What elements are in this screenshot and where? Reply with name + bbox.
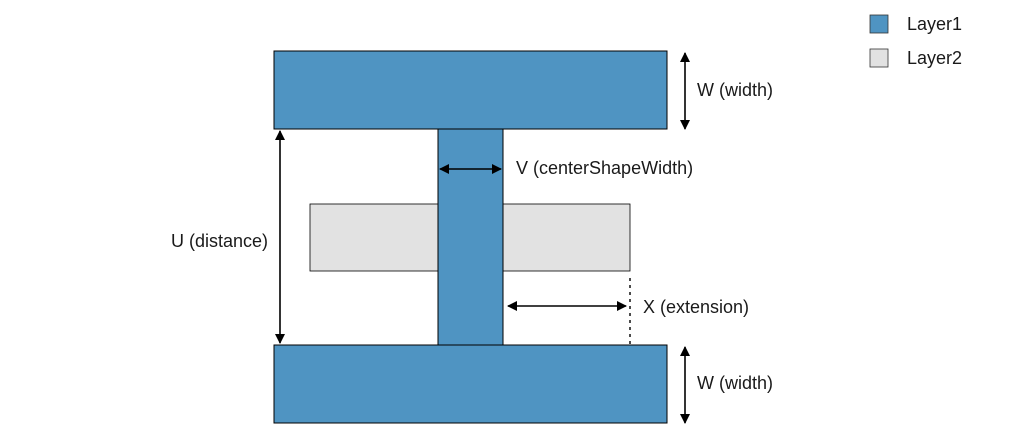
legend: Layer1 Layer2 [869,14,962,68]
width-bottom-label: W (width) [697,373,773,393]
legend-swatch-layer2 [869,48,889,68]
legend-swatch-layer1 [869,14,889,34]
width-top-label: W (width) [697,80,773,100]
legend-label-layer2: Layer2 [907,48,962,68]
top-layer1-plate [273,50,668,130]
bottom-layer1-plate [273,344,668,424]
distance-label: U (distance) [171,231,268,251]
extension-label: X (extension) [643,297,749,317]
center-width-label: V (centerShapeWidth) [516,158,693,178]
center-layer1-shape [437,128,504,346]
legend-label-layer1: Layer1 [907,14,962,34]
